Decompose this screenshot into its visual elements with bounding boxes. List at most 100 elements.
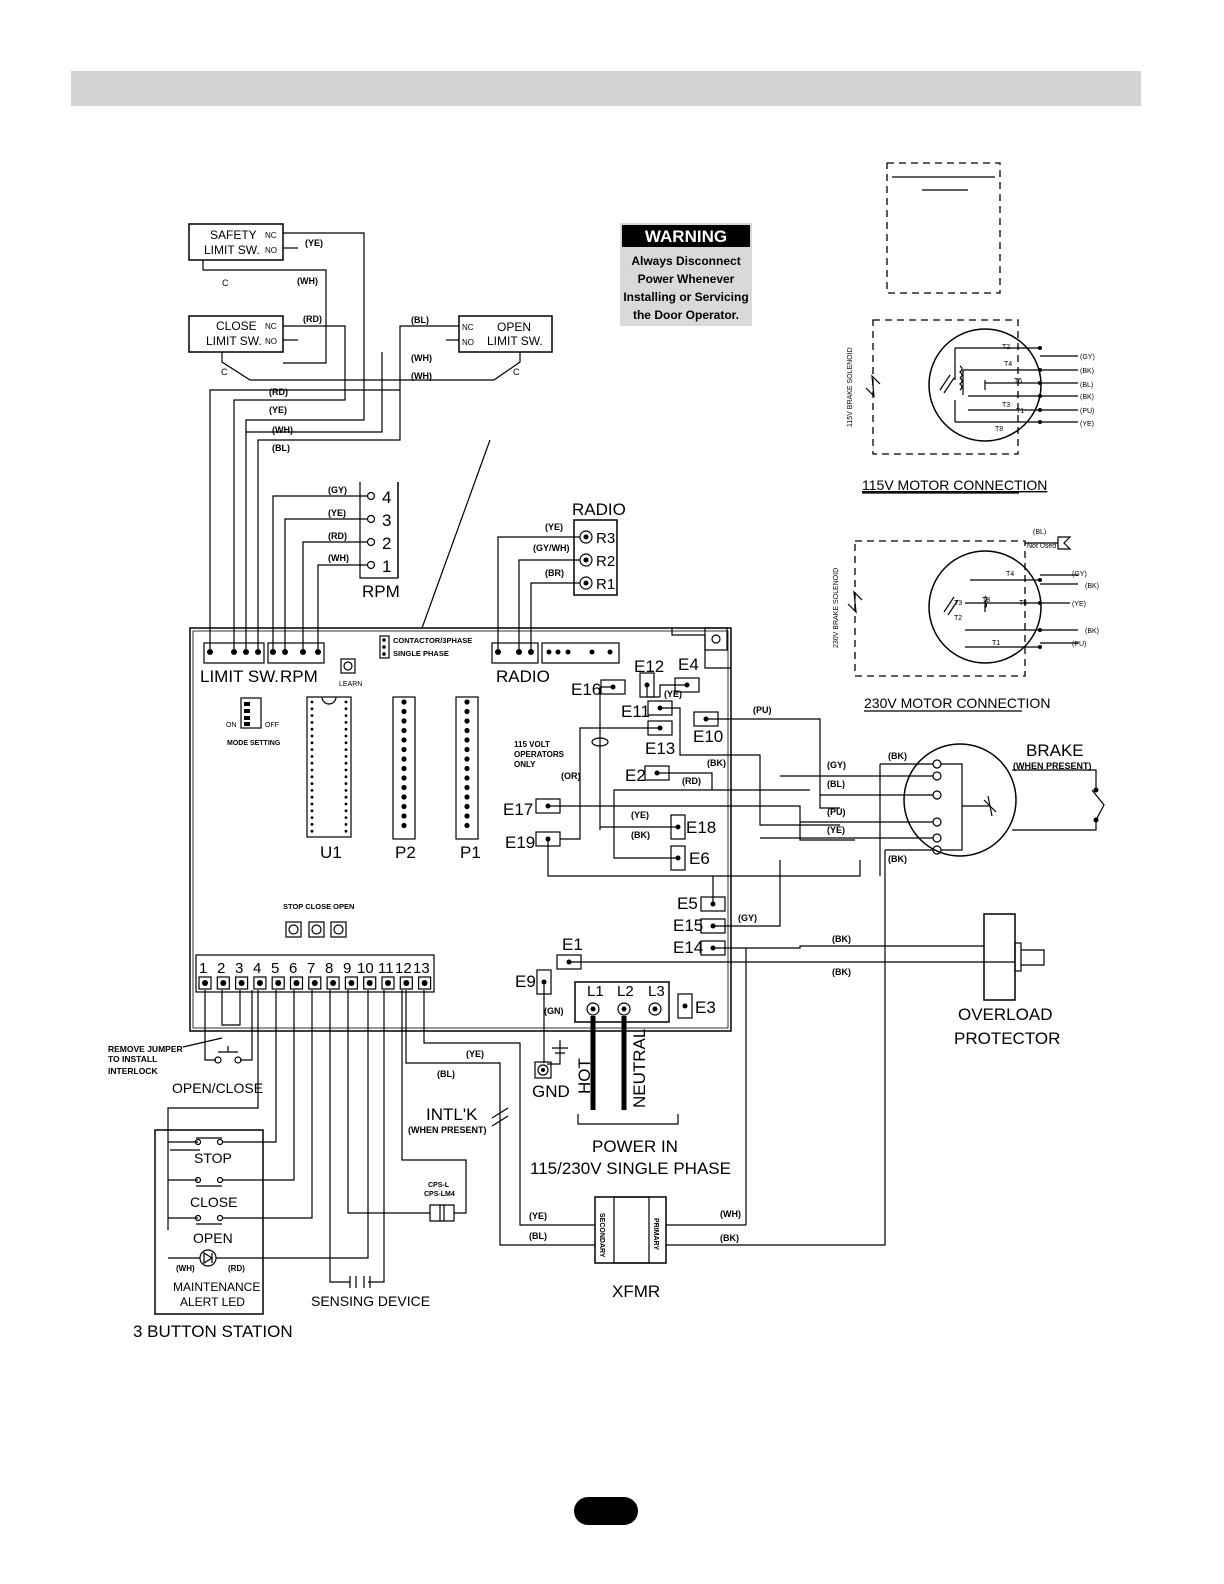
svg-text:POWER IN: POWER IN: [592, 1137, 678, 1156]
svg-text:(PU): (PU): [827, 807, 846, 817]
svg-text:E18: E18: [686, 818, 716, 837]
dashed-label-box: [886, 162, 1001, 294]
svg-text:(BL): (BL): [827, 779, 845, 789]
svg-text:SAFETY: SAFETY: [210, 228, 257, 242]
svg-text:4: 4: [382, 488, 391, 507]
p1-pin: [464, 727, 470, 734]
motor-115v-connection: T2 T4 T5 T3 T1 T8 (GY) (BK) (BL) (BK) (P…: [847, 319, 1095, 494]
svg-text:NO: NO: [265, 337, 277, 346]
svg-text:HOT: HOT: [575, 1058, 594, 1094]
u1-pin: [310, 721, 314, 724]
svg-text:OFF: OFF: [265, 722, 279, 729]
svg-text:(YE): (YE): [328, 508, 346, 518]
svg-text:SECONDARY: SECONDARY: [598, 1213, 605, 1258]
svg-text:T2: T2: [954, 615, 962, 622]
svg-text:(RD): (RD): [682, 776, 701, 786]
p1-pin: [464, 822, 470, 829]
svg-text:P2: P2: [395, 843, 416, 862]
svg-text:(WH): (WH): [720, 1209, 741, 1219]
warning-title: WARNING: [645, 227, 727, 246]
svg-text:(WHEN PRESENT): (WHEN PRESENT): [1013, 761, 1092, 771]
p1-pin: [464, 746, 470, 753]
svg-text:(WH): (WH): [272, 425, 293, 435]
p2-pin: [401, 765, 407, 772]
u1-pin: [344, 721, 348, 724]
u1-pin: [344, 775, 348, 779]
svg-text:R2: R2: [596, 553, 615, 570]
svg-text:(YE): (YE): [545, 522, 563, 532]
p1-pin: [464, 737, 470, 743]
terminal-screw: [308, 976, 322, 990]
u1-pin: [310, 741, 314, 745]
svg-text:(OR): (OR): [561, 771, 581, 781]
svg-text:3: 3: [382, 511, 391, 530]
svg-text:(YE): (YE): [1072, 601, 1086, 608]
p2-pin: [401, 746, 407, 753]
terminal-screw-head: [220, 980, 227, 986]
svg-text:8: 8: [325, 960, 333, 977]
svg-text:(PU): (PU): [753, 705, 772, 715]
u1-pin: [310, 816, 314, 819]
svg-text:(BK): (BK): [1085, 628, 1099, 635]
p2-pin: [401, 756, 407, 762]
svg-text:(GY): (GY): [827, 760, 846, 770]
svg-text:GND: GND: [532, 1082, 570, 1101]
svg-text:MODE SETTING: MODE SETTING: [227, 740, 281, 747]
u1-pin: [310, 795, 314, 799]
u1-pin: [344, 714, 348, 717]
svg-text:NO: NO: [265, 246, 277, 255]
terminal-screw-head: [275, 980, 282, 986]
svg-text:(BK): (BK): [832, 934, 851, 944]
terminal-screw-head: [202, 980, 208, 986]
svg-text:(PU): (PU): [1080, 408, 1094, 415]
terminal-screw-head: [330, 980, 337, 986]
u1-pin: [310, 714, 314, 717]
svg-text:115 VOLT: 115 VOLT: [514, 740, 550, 749]
radio-receiver: R3 R2 R1 RADIO: [572, 500, 626, 596]
svg-text:P1: P1: [460, 843, 481, 862]
u1-pin: [310, 748, 314, 751]
cps-device: CPS-L CPS-LM4: [424, 1182, 455, 1222]
svg-text:1: 1: [382, 557, 391, 576]
svg-text:(BL): (BL): [529, 1231, 547, 1241]
terminal-screw: [235, 976, 249, 990]
svg-text:(BK): (BK): [1080, 368, 1094, 375]
svg-text:R1: R1: [596, 576, 615, 593]
u1-pin: [310, 782, 314, 785]
svg-text:T5: T5: [1014, 378, 1022, 385]
p1-pin: [464, 699, 470, 705]
u1-pin: [310, 775, 314, 779]
p1-pin: [464, 794, 470, 800]
p2-pin: [401, 708, 407, 715]
warning-line: Installing or Servicing: [623, 290, 748, 304]
svg-text:T3: T3: [1002, 402, 1010, 409]
svg-text:C: C: [221, 367, 228, 377]
svg-text:E19: E19: [505, 833, 535, 852]
svg-text:(BL): (BL): [437, 1069, 455, 1079]
power-block: L1 L2 L3 HOT NEUTRAL POWER IN 115/230V S…: [530, 981, 731, 1178]
svg-text:E17: E17: [503, 800, 533, 819]
u1-pin: [310, 768, 314, 772]
u1-pin: [344, 823, 348, 826]
p2-pin: [401, 699, 407, 705]
svg-text:NC: NC: [265, 231, 277, 240]
svg-text:C: C: [513, 367, 520, 377]
terminal-screw: [363, 976, 377, 990]
svg-text:1: 1: [199, 960, 207, 977]
motor-230v-connection: (BL) Not Used T4 T3 T8 T5 T2 T1 (GY) (BK…: [833, 529, 1099, 712]
u1-pin: [344, 748, 348, 751]
svg-text:(WHEN PRESENT): (WHEN PRESENT): [408, 1125, 487, 1135]
p1-pin: [464, 718, 470, 724]
svg-text:T5: T5: [1019, 600, 1027, 607]
u1-pin: [344, 802, 348, 806]
svg-text:T4: T4: [1004, 361, 1012, 368]
svg-text:E15: E15: [673, 916, 703, 935]
svg-text:E6: E6: [689, 849, 710, 868]
svg-text:T8: T8: [995, 426, 1003, 433]
p1-pin: [464, 813, 470, 819]
svg-text:11: 11: [378, 960, 394, 977]
svg-text:(WH): (WH): [176, 1264, 195, 1273]
svg-text:E13: E13: [645, 739, 675, 758]
terminal-screw: [253, 976, 267, 990]
u1-pin: [344, 734, 348, 738]
